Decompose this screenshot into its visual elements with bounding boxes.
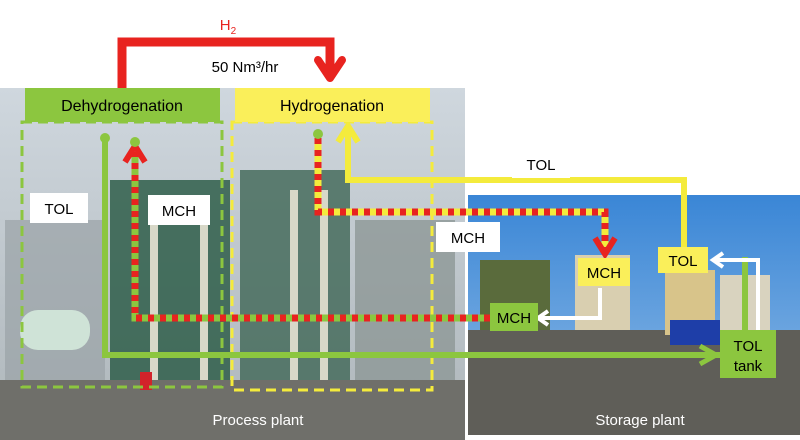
tol-left-box — [30, 193, 88, 223]
mch-to-dehydro-line — [122, 137, 490, 322]
mch-left-box — [148, 195, 210, 225]
tol-storage-label: TOL — [669, 253, 698, 270]
process-plant-caption: Process plant — [213, 412, 305, 429]
mch-storage-out-label: MCH — [497, 310, 531, 327]
storage-white-arrows — [534, 251, 760, 330]
tol-left-label: TOL — [45, 201, 74, 218]
tol-tank-label-line2: tank — [734, 358, 763, 375]
mch-to-storage-line — [313, 129, 618, 260]
mch-mid-label: MCH — [451, 230, 485, 247]
h2-subscript: 2 — [231, 26, 237, 37]
mch-storage-in-label: MCH — [587, 265, 621, 282]
mch-storage-out-box — [490, 303, 538, 331]
storage-plant-caption: Storage plant — [595, 412, 685, 429]
mch-storage-in-box — [578, 258, 630, 286]
h2-label: H2 — [220, 17, 237, 37]
tol-feed-line — [335, 120, 687, 248]
h2-rate-label: 50 Nm³/hr — [212, 59, 279, 76]
tol-top-box — [512, 150, 570, 178]
tol-return-line — [100, 133, 748, 367]
h2-symbol: H — [220, 17, 231, 34]
tol-storage-box — [658, 247, 708, 273]
h2-flow-arrow — [117, 37, 346, 88]
hydrogenation-box — [235, 88, 430, 122]
tol-top-label: TOL — [527, 157, 556, 174]
hydrogenation-label: Hydrogenation — [280, 98, 384, 115]
mch-left-label: MCH — [162, 203, 196, 220]
dehydrogenation-label: Dehydrogenation — [61, 98, 183, 115]
tol-tank-label-line1: TOL — [734, 338, 763, 355]
mch-mid-box — [436, 222, 500, 252]
tol-tank-box — [720, 330, 776, 378]
dehydrogenation-box — [25, 88, 220, 122]
